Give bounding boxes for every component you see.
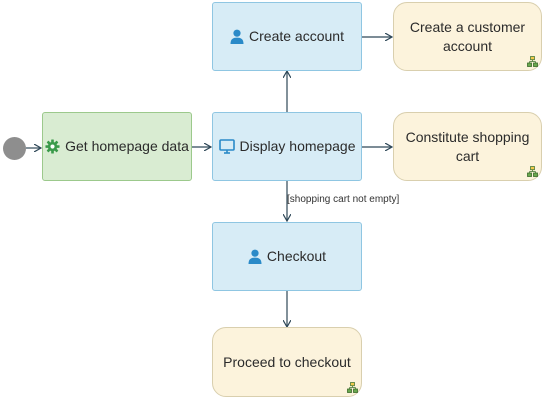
checkout-node[interactable]: Checkout — [212, 222, 362, 291]
gear-icon — [45, 139, 60, 154]
proceed-to-checkout-node[interactable]: Proceed to checkout — [212, 327, 362, 397]
start-node[interactable] — [3, 137, 26, 160]
display-homepage-label: Display homepage — [239, 138, 356, 154]
monitor-icon — [218, 139, 235, 154]
get-homepage-data-node[interactable]: Get homepage data — [42, 112, 192, 181]
subprocess-icon — [347, 382, 358, 393]
create-customer-account-node[interactable]: Create a customer account — [393, 2, 542, 71]
create-account-node[interactable]: Create account — [212, 2, 362, 71]
user-icon — [230, 29, 244, 44]
proceed-to-checkout-label: Proceed to checkout — [223, 353, 351, 370]
display-homepage-node[interactable]: Display homepage — [212, 112, 362, 181]
constitute-shopping-cart-node[interactable]: Constitute shopping cart — [393, 112, 542, 181]
guard-shopping-cart-not-empty: [shopping cart not empty] — [287, 194, 400, 205]
constitute-shopping-cart-label: Constitute shopping cart — [405, 128, 530, 164]
user-icon — [248, 249, 262, 264]
create-customer-account-label: Create a customer account — [409, 18, 526, 54]
subprocess-icon — [527, 56, 538, 67]
get-homepage-data-label: Get homepage data — [65, 138, 189, 154]
subprocess-icon — [527, 166, 538, 177]
checkout-label: Checkout — [266, 248, 327, 264]
create-account-label: Create account — [249, 28, 344, 44]
